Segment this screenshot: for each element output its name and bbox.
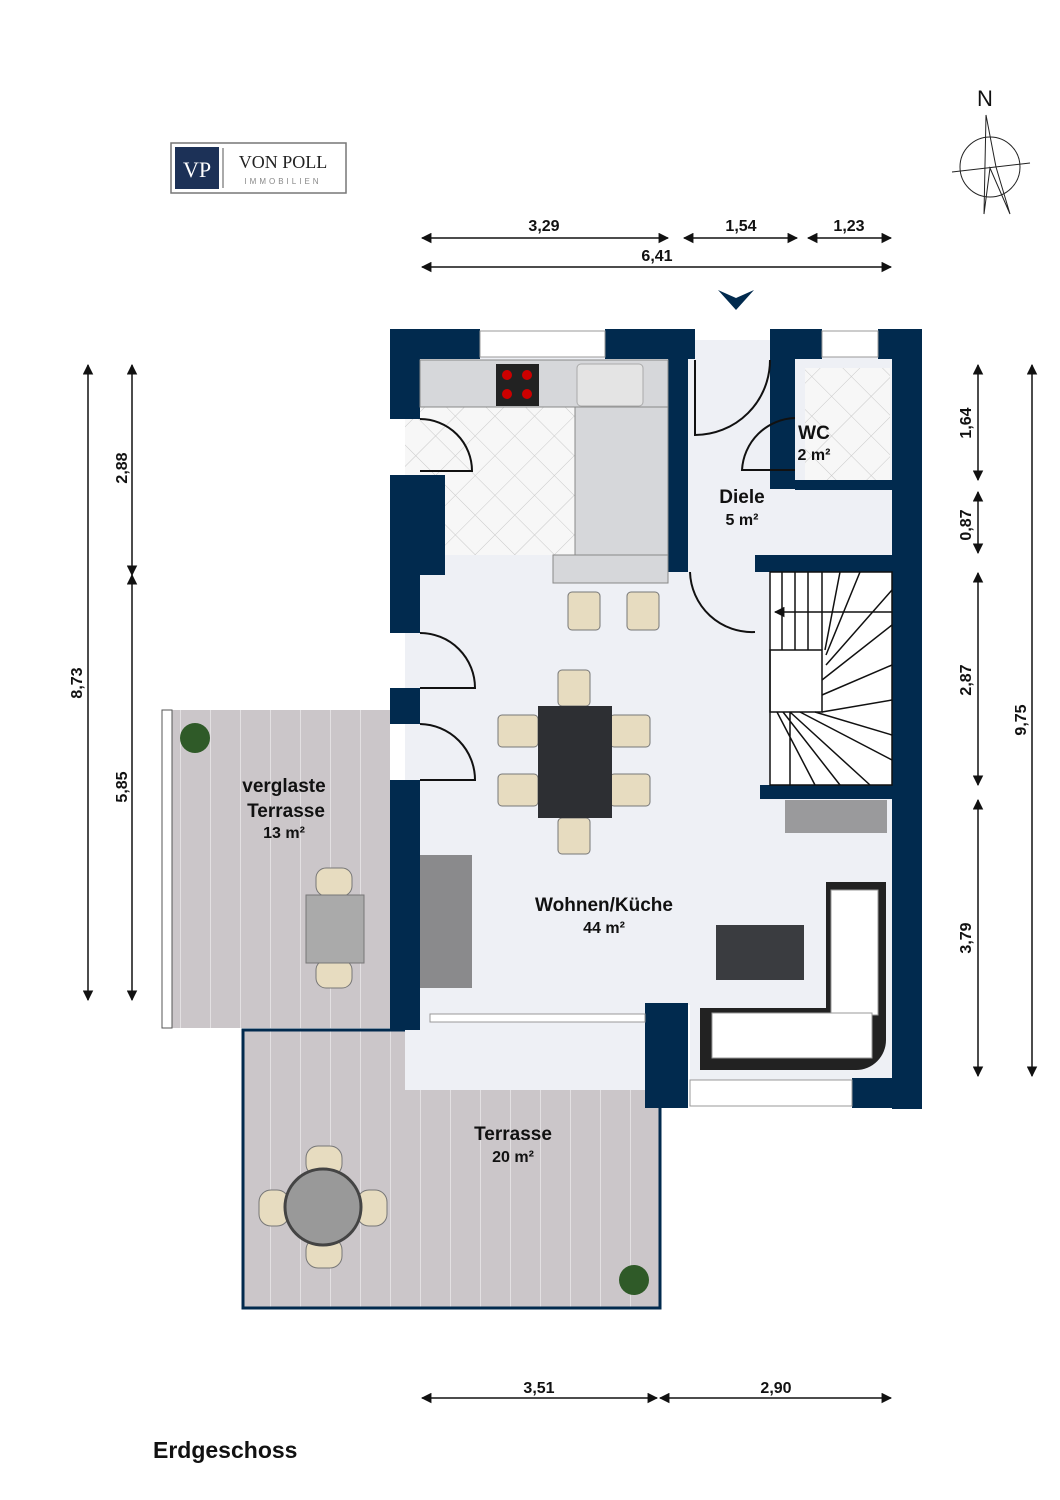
svg-text:2,87: 2,87 (958, 664, 975, 695)
svg-text:1,23: 1,23 (833, 218, 864, 235)
sofa (700, 882, 886, 1070)
dining-table (497, 669, 651, 855)
svg-text:5 m²: 5 m² (726, 512, 759, 529)
svg-text:VP: VP (183, 157, 211, 182)
svg-text:WC: WC (798, 423, 830, 444)
floor-title: Erdgeschoss (153, 1437, 298, 1463)
svg-text:Wohnen/Küche: Wohnen/Küche (535, 895, 673, 916)
svg-text:3,29: 3,29 (528, 218, 559, 235)
svg-text:3,51: 3,51 (523, 1380, 554, 1397)
svg-text:1,54: 1,54 (725, 218, 756, 235)
terrace-lounge-chair (305, 867, 365, 989)
svg-text:IMMOBILIEN: IMMOBILIEN (244, 177, 321, 186)
svg-text:Terrasse: Terrasse (474, 1124, 552, 1145)
svg-text:1,64: 1,64 (958, 407, 975, 438)
walls (390, 329, 922, 1109)
coffee-table (716, 925, 804, 980)
north-compass-icon: N (951, 86, 1031, 215)
svg-text:2 m²: 2 m² (798, 447, 831, 464)
svg-text:2,88: 2,88 (114, 452, 131, 483)
svg-text:9,75: 9,75 (1013, 704, 1030, 735)
bar-stools (567, 591, 660, 631)
dimension-lines (82, 232, 1038, 1404)
cooktop-icon (496, 364, 539, 406)
sideboard (785, 800, 887, 833)
doors (419, 359, 796, 781)
svg-text:N: N (977, 86, 993, 111)
svg-text:6,41: 6,41 (641, 248, 672, 265)
svg-text:VON POLL: VON POLL (239, 152, 328, 172)
sink-icon (576, 363, 644, 407)
staircase (769, 571, 893, 786)
plant-icon (619, 1265, 649, 1295)
svg-text:2,90: 2,90 (760, 1380, 791, 1397)
svg-text:8,73: 8,73 (69, 667, 86, 698)
svg-text:Terrasse: Terrasse (247, 801, 325, 822)
svg-text:0,87: 0,87 (958, 509, 975, 540)
svg-text:verglaste: verglaste (242, 776, 325, 797)
cabinet (420, 855, 472, 988)
svg-text:3,79: 3,79 (958, 922, 975, 953)
svg-text:5,85: 5,85 (114, 771, 131, 802)
round-table (258, 1145, 388, 1269)
kitchen-counter (419, 359, 669, 584)
plant-icon (180, 723, 210, 753)
svg-text:Diele: Diele (719, 487, 764, 508)
logo: VP VON POLL IMMOBILIEN (170, 142, 347, 194)
svg-text:20 m²: 20 m² (492, 1149, 534, 1166)
svg-text:13 m²: 13 m² (263, 825, 305, 842)
svg-text:44 m²: 44 m² (583, 920, 625, 937)
glazed-terrace (165, 710, 390, 1028)
entrance-arrow-icon (718, 290, 754, 310)
